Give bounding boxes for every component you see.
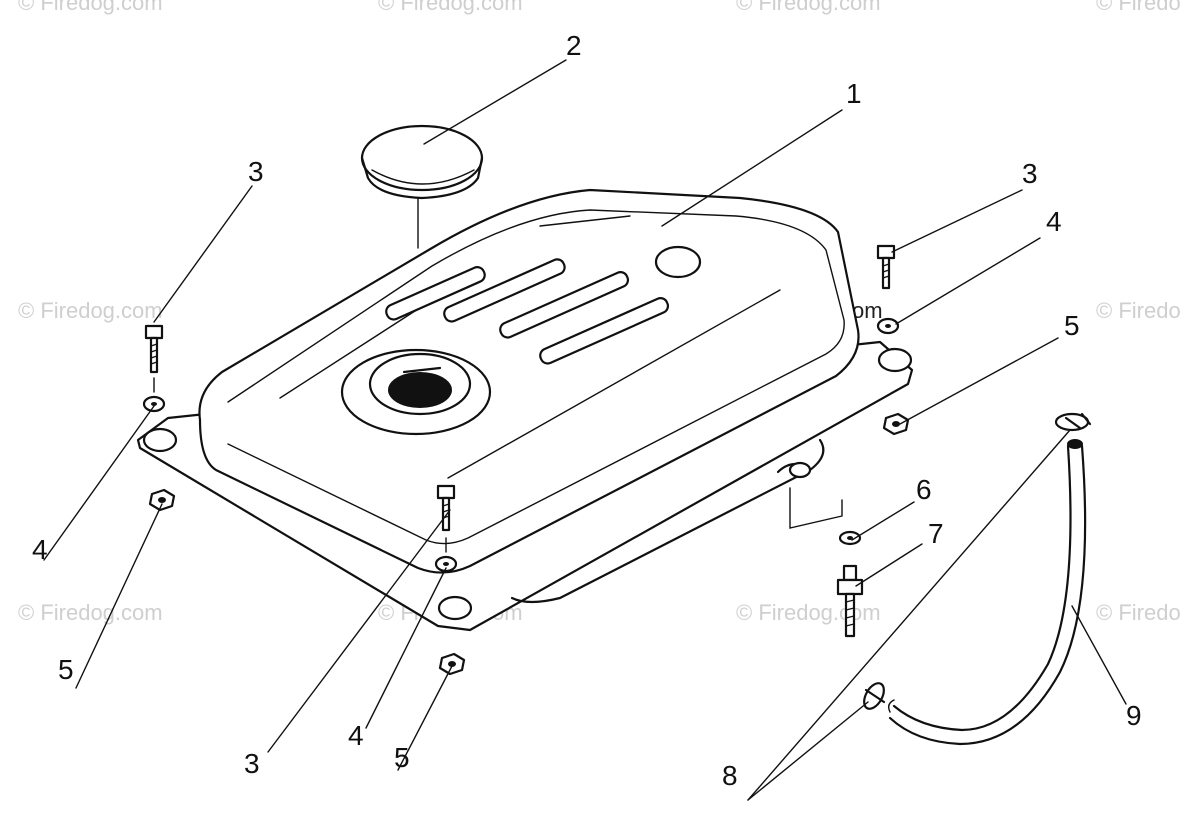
watermark: © Firedog.com [1096,298,1180,323]
washer [142,395,166,413]
callout-4: 4 [32,534,48,565]
hose-clamp [863,682,886,710]
watermark: © Firedog.com [736,600,881,625]
callout-3: 3 [248,156,264,187]
leader-lines [43,59,1127,801]
watermark: © Firedog.com [736,0,881,15]
callout-6: 6 [916,474,932,505]
washer [434,555,458,573]
fuel-tank [136,188,914,632]
callout-4: 4 [348,720,364,751]
hose-clamp [1054,412,1092,432]
watermark: © Firedog.com [18,0,163,15]
nut [882,412,910,436]
watermark: © Firedog.com [18,600,163,625]
callout-9: 9 [1126,700,1142,731]
fuel-cap [360,124,484,249]
nut [438,652,466,676]
callout-5: 5 [1064,310,1080,341]
bolt [876,244,896,290]
watermark: © Firedog.com [18,298,163,323]
callout-3: 3 [244,748,260,779]
bolt [144,324,164,393]
washer [838,530,862,546]
callout-3: 3 [1022,158,1038,189]
nut [148,488,176,512]
watermark: © Firedog.com [1096,600,1180,625]
callout-7: 7 [928,518,944,549]
callout-8: 8 [722,760,738,791]
callout-5: 5 [394,742,410,773]
bolt [436,484,456,553]
callout-1: 1 [846,78,862,109]
watermark: © Firedog.com [378,0,523,15]
drain-fitting [789,487,864,638]
callout-5: 5 [58,654,74,685]
watermark: © Firedog.com [1096,0,1180,15]
callout-2: 2 [566,30,582,61]
fuel-hose [887,439,1087,746]
callout-4: 4 [1046,206,1062,237]
washer [876,317,900,335]
